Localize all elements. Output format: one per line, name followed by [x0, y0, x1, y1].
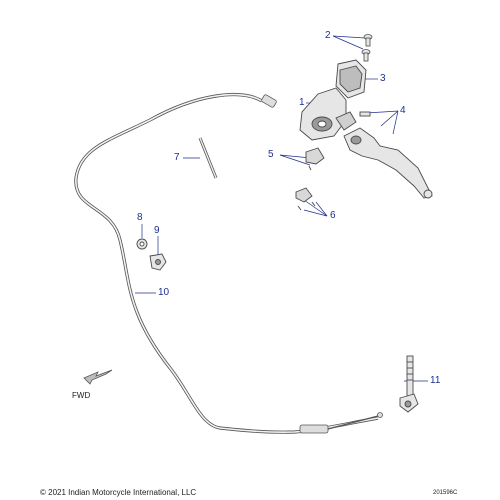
callout-11: 11 — [430, 375, 441, 386]
callout-6: 6 — [330, 210, 336, 221]
callout-3: 3 — [380, 73, 386, 84]
callout-4: 4 — [400, 105, 406, 116]
part-11-cable-end — [399, 355, 419, 413]
callout-7: 7 — [174, 152, 180, 163]
part-9-clamp — [149, 253, 167, 271]
part-1-perch — [299, 87, 357, 141]
part-5-switch — [305, 147, 325, 171]
part-3-clamp — [335, 59, 367, 99]
callout-10: 10 — [158, 287, 170, 298]
callout-8: 8 — [137, 212, 143, 223]
part-7-pin — [198, 137, 218, 179]
part-6-bracket — [295, 187, 316, 211]
fwd-label: FWD — [72, 391, 91, 400]
callout-5: 5 — [268, 149, 274, 160]
callout-9: 9 — [154, 225, 160, 236]
clutch-cable — [74, 92, 383, 434]
leader-lines — [135, 35, 428, 382]
copyright-notice: © 2021 Indian Motorcycle International, … — [40, 488, 197, 497]
part-4-lever — [343, 111, 433, 199]
callout-1: 1 — [299, 97, 305, 108]
part-2-screws — [361, 34, 373, 62]
part-8-clip — [136, 238, 148, 250]
callout-2: 2 — [325, 30, 331, 41]
drawing-code: 201596C — [433, 490, 458, 496]
fwd-arrow-icon — [83, 369, 113, 385]
